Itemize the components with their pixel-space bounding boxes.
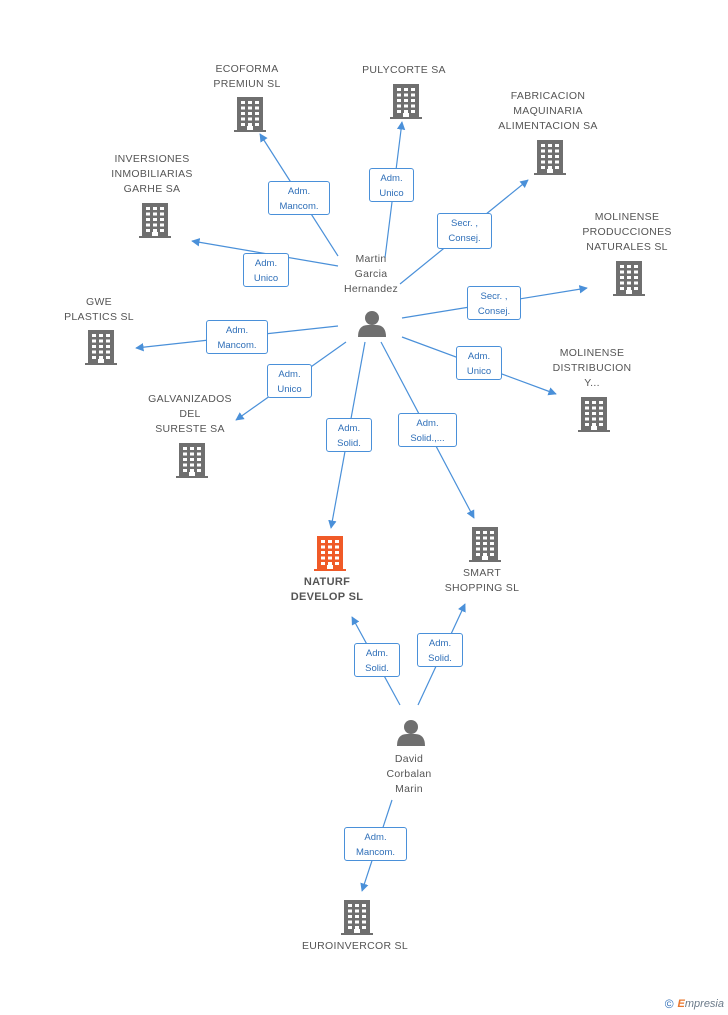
building-icon-pulycorte[interactable]: [390, 84, 422, 119]
company-label-molinense-prod[interactable]: MOLINENSE PRODUCCIONES NATURALES SL: [582, 211, 672, 253]
company-label-ecoforma[interactable]: ECOFORMA PREMIUN SL: [213, 63, 281, 90]
relation-label-martin-pulycorte[interactable]: Adm. Unico: [369, 168, 414, 202]
empresia-logo: Empresia: [677, 998, 724, 1010]
building-icon-ecoforma[interactable]: [234, 97, 266, 132]
building-icon-naturf[interactable]: [314, 536, 346, 571]
relation-label-martin-galvanizados[interactable]: Adm. Unico: [267, 364, 312, 398]
building-icon-euroinvercor[interactable]: [341, 900, 373, 935]
relation-label-david-naturf[interactable]: Adm. Solid.: [354, 643, 400, 677]
building-icon-molinense-dist[interactable]: [578, 397, 610, 432]
footer-brand: © Empresia: [665, 997, 724, 1011]
person-icon-david[interactable]: [397, 720, 425, 746]
person-label-david[interactable]: David Corbalan Marin: [386, 753, 432, 795]
company-label-fabricacion[interactable]: FABRICACION MAQUINARIA ALIMENTACION SA: [498, 90, 598, 132]
relation-label-martin-fabricacion[interactable]: Secr. , Consej.: [437, 213, 492, 249]
relation-label-martin-inversiones[interactable]: Adm. Unico: [243, 253, 289, 287]
building-icon-fabricacion[interactable]: [534, 140, 566, 175]
relation-label-martin-ecoforma[interactable]: Adm. Mancom.: [268, 181, 330, 215]
building-icon-smart[interactable]: [469, 527, 501, 562]
building-icon-molinense-prod[interactable]: [613, 261, 645, 296]
company-label-inversiones[interactable]: INVERSIONES INMOBILIARIAS GARHE SA: [111, 153, 193, 195]
copyright-symbol: ©: [664, 997, 674, 1011]
company-label-smart[interactable]: SMART SHOPPING SL: [444, 567, 520, 594]
building-icon-galvanizados[interactable]: [176, 443, 208, 478]
company-label-gwe[interactable]: GWE PLASTICS SL: [64, 296, 134, 323]
building-icon-gwe[interactable]: [85, 330, 117, 365]
company-label-pulycorte[interactable]: PULYCORTE SA: [362, 64, 446, 76]
relation-label-david-smart[interactable]: Adm. Solid.: [417, 633, 463, 667]
relation-label-martin-smart[interactable]: Adm. Solid.,...: [398, 413, 457, 447]
company-label-galvanizados[interactable]: GALVANIZADOS DEL SURESTE SA: [148, 393, 232, 435]
company-label-euroinvercor[interactable]: EUROINVERCOR SL: [301, 940, 409, 952]
person-icon-martin[interactable]: [358, 311, 386, 337]
company-label-naturf[interactable]: NATURF DEVELOP SL: [290, 576, 364, 603]
building-icon-inversiones[interactable]: [139, 203, 171, 238]
relation-label-martin-molinense-dist[interactable]: Adm. Unico: [456, 346, 502, 380]
relation-label-david-euroinvercor[interactable]: Adm. Mancom.: [344, 827, 407, 861]
relation-label-martin-gwe[interactable]: Adm. Mancom.: [206, 320, 268, 354]
nodes-layer: [85, 84, 645, 935]
person-label-martin[interactable]: Martin Garcia Hernandez: [343, 253, 399, 295]
company-label-molinense-dist[interactable]: MOLINENSE DISTRIBUCION Y...: [552, 347, 632, 389]
relation-label-martin-naturf[interactable]: Adm. Solid.: [326, 418, 372, 452]
relation-label-martin-molinense-prod[interactable]: Secr. , Consej.: [467, 286, 521, 320]
